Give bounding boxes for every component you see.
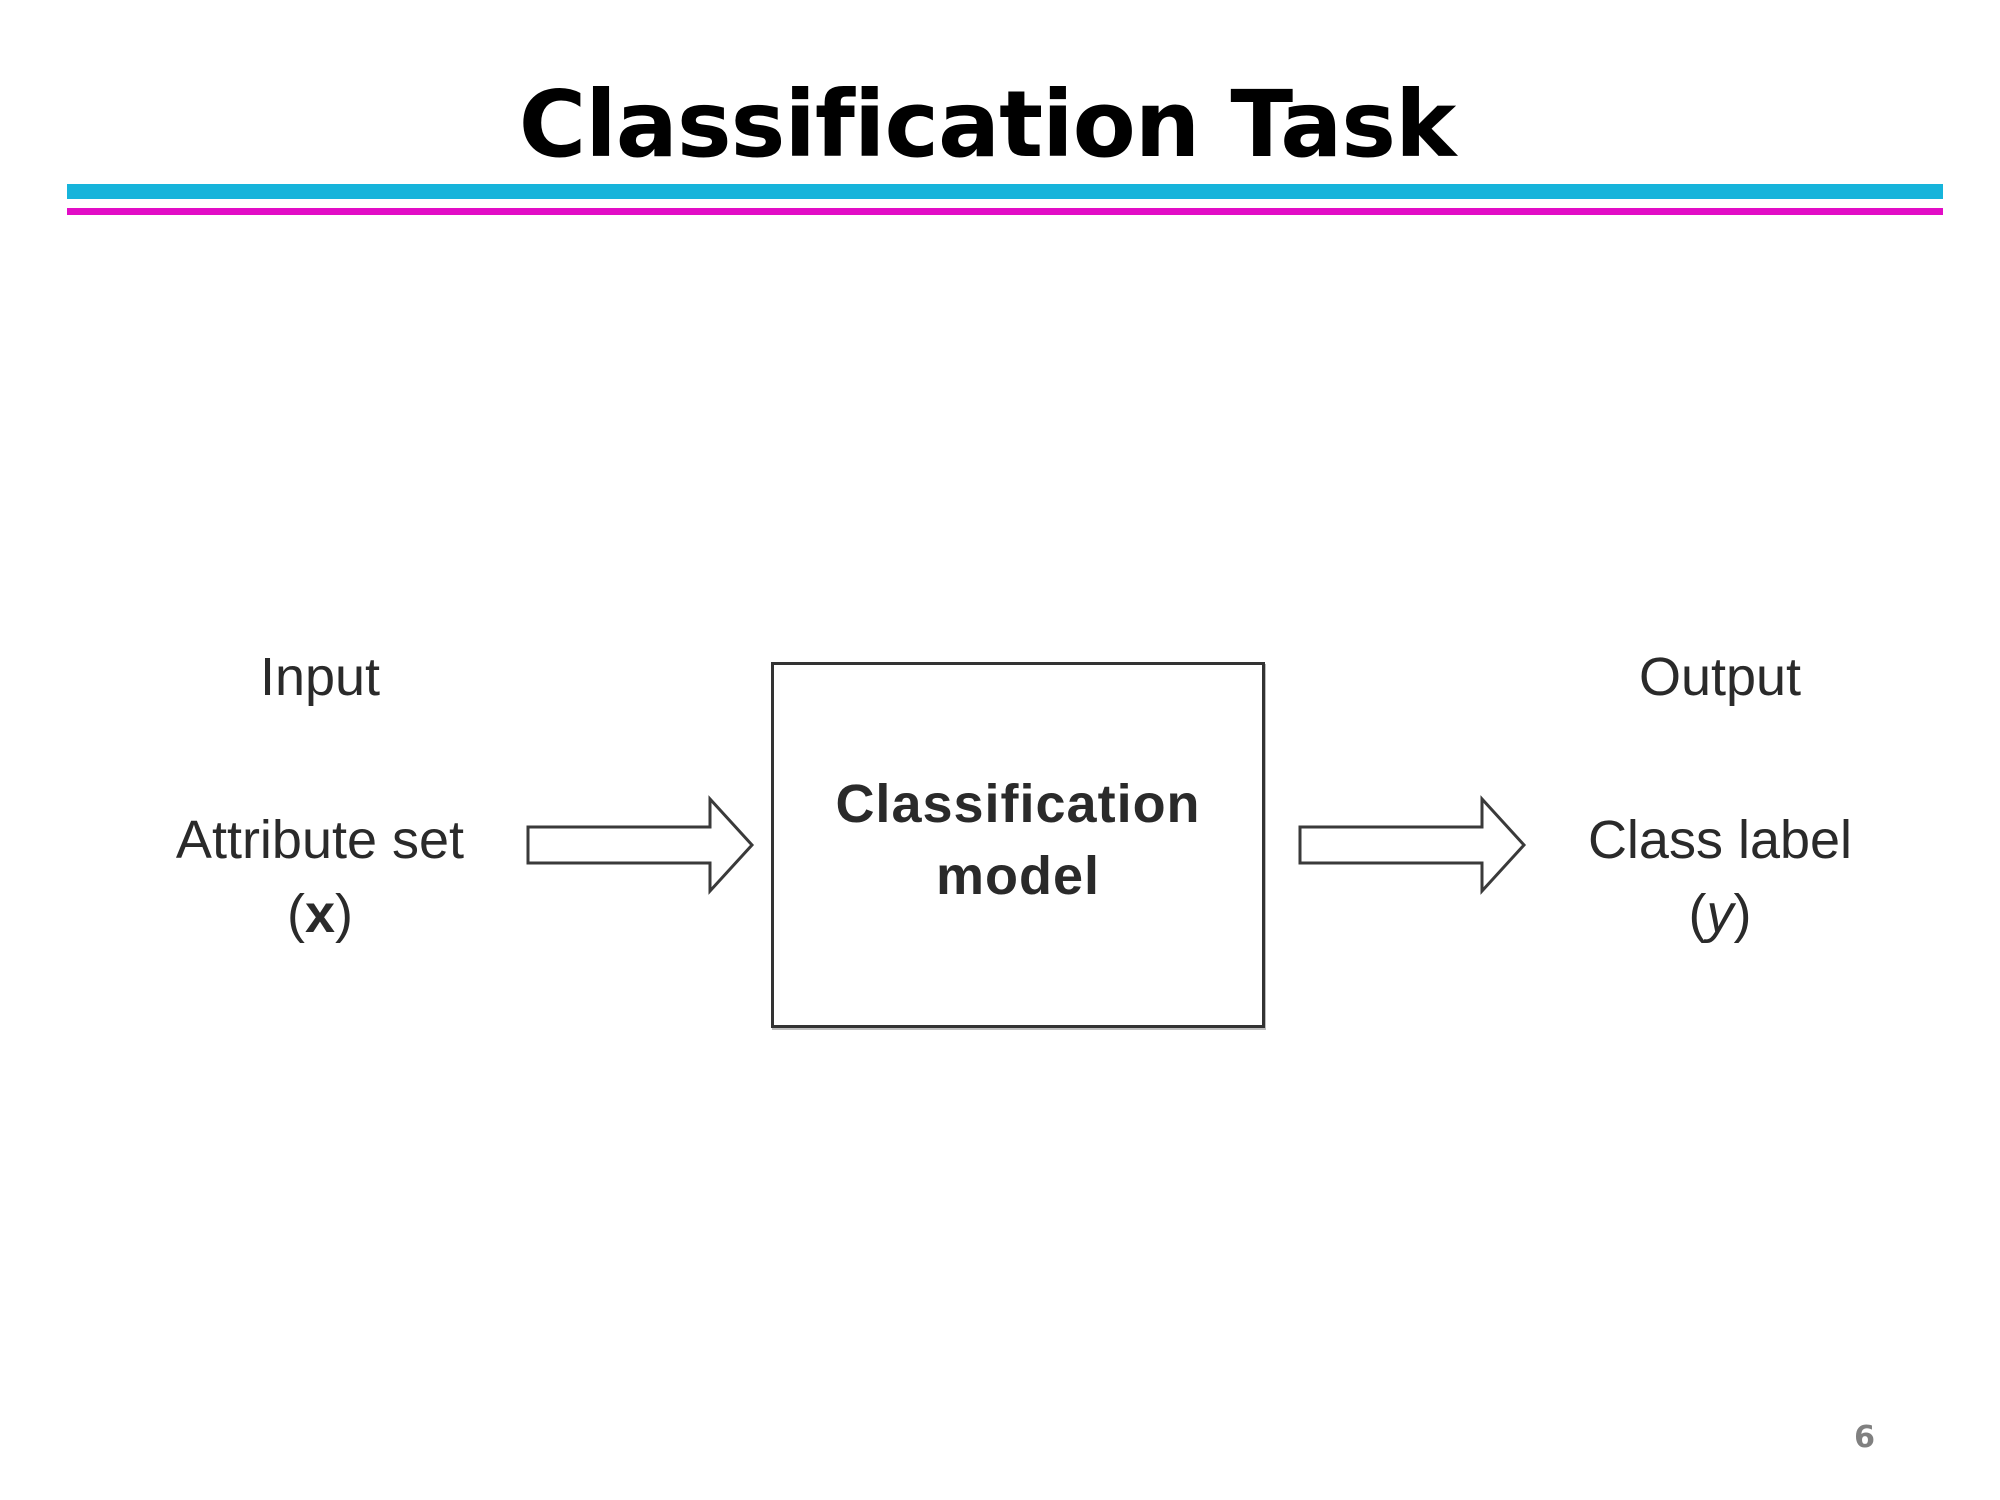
input-heading: Input xyxy=(259,647,381,707)
page-number: 6 xyxy=(1854,1420,1875,1455)
classification-model-label: Classification model xyxy=(771,768,1265,912)
input-symbol-open: ( xyxy=(286,884,305,944)
input-symbol-close: ) xyxy=(335,884,353,944)
model-label-line2: model xyxy=(935,846,1101,906)
classification-model-box xyxy=(771,662,1265,1028)
input-symbol: (x) xyxy=(230,882,410,946)
model-to-output-arrow xyxy=(1298,795,1527,895)
class-label-label: Class label xyxy=(1587,810,1853,870)
model-label-line1: Classification xyxy=(835,774,1201,834)
attribute-set-label: Attribute set xyxy=(175,810,465,870)
slide-title: Classification Task xyxy=(518,71,1457,178)
title-rule-magenta xyxy=(67,208,1943,215)
output-symbol-y: y xyxy=(1706,884,1734,944)
output-symbol-open: ( xyxy=(1688,884,1707,944)
input-to-model-arrow xyxy=(526,795,755,895)
title-rule-cyan xyxy=(67,184,1943,199)
output-symbol: (y) xyxy=(1630,882,1810,946)
output-symbol-close: ) xyxy=(1733,884,1752,944)
input-symbol-x: x xyxy=(304,884,336,944)
output-heading: Output xyxy=(1638,647,1802,707)
